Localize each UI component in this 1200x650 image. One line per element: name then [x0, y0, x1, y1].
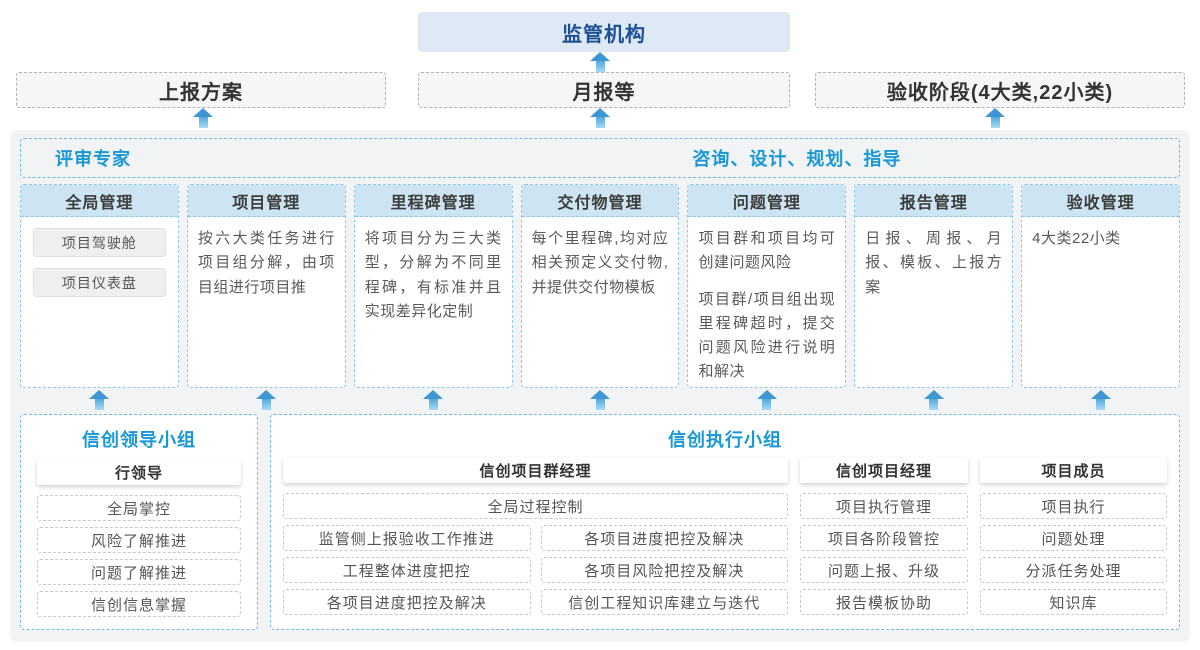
pm-item: 全局过程控制	[283, 493, 788, 519]
role-project-member: 项目成员	[980, 457, 1167, 483]
role-program-manager: 信创项目群经理	[283, 457, 788, 483]
column-body: 每个里程碑,均对应相关预定义交付物,并提供交付物模板	[522, 217, 679, 318]
regulator-box: 监管机构	[418, 12, 790, 52]
column-paragraph: 将项目分为三大类型，分解为不同里程碑，有标准并且实现差异化定制	[364, 230, 502, 320]
member-item: 知识库	[980, 589, 1167, 615]
column-title: 问题管理	[688, 185, 846, 217]
arrow-up-icon	[192, 108, 214, 128]
pm-item: 工程整体进度把控	[283, 557, 531, 583]
pm-item: 各项目风险把控及解决	[540, 557, 788, 583]
channel-monthly-report: 月报等	[418, 72, 790, 108]
column-title: 项目管理	[187, 185, 345, 217]
arrow-up-icon	[255, 390, 277, 410]
column-title: 全局管理	[21, 185, 178, 217]
role-project-manager: 信创项目经理	[800, 457, 968, 483]
experts-label: 评审专家	[55, 149, 131, 169]
column-title: 里程碑管理	[354, 185, 512, 217]
manager-item: 报告模板协助	[800, 589, 968, 615]
consult-label: 咨询、设计、规划、指导	[692, 149, 902, 169]
column-title: 验收管理	[1022, 185, 1180, 217]
column-paragraph: 项目群/项目组出现里程碑超时，提交问题风险进行说明和解决	[698, 290, 836, 381]
execution-group-content: 信创项目群经理 全局过程控制 监管侧上报验收工作推进 各项目进度把控及解决 工程…	[283, 457, 1167, 621]
project-member-group: 项目成员 项目执行 问题处理 分派任务处理 知识库	[980, 457, 1167, 621]
pm-item: 各项目进度把控及解决	[540, 525, 788, 551]
pill-project-dashboard: 项目仪表盘	[33, 268, 166, 297]
experts-bar: 评审专家 咨询、设计、规划、指导	[20, 138, 1180, 178]
pm-item: 监管侧上报验收工作推进	[283, 525, 531, 551]
execution-group-title: 信创执行小组	[668, 430, 782, 450]
program-manager-group: 信创项目群经理 全局过程控制 监管侧上报验收工作推进 各项目进度把控及解决 工程…	[283, 457, 788, 621]
role-bank-leader: 行领导	[37, 459, 241, 485]
leader-item: 问题了解推进	[37, 559, 241, 585]
arrow-up-icon	[756, 390, 778, 410]
execution-group: 信创执行小组 信创项目群经理 全局过程控制 监管侧上报验收工作推进 各项目进度把…	[270, 414, 1180, 630]
column-title: 交付物管理	[521, 185, 679, 217]
manager-item: 问题上报、升级	[800, 557, 968, 583]
channel-acceptance-phase: 验收阶段(4大类,22小类)	[815, 72, 1185, 108]
management-columns: 全局管理 项目驾驶舱 项目仪表盘 项目管理 按六大类任务进行项目组分解，由项目组…	[20, 184, 1181, 388]
column-body: 项目群和项目均可创建问题风险 项目群/项目组出现里程碑超时，提交问题风险进行说明…	[688, 217, 845, 387]
column-global-management: 全局管理 项目驾驶舱 项目仪表盘	[20, 184, 179, 388]
leader-item: 风险了解推进	[37, 527, 241, 553]
member-item: 项目执行	[980, 493, 1167, 519]
column-body: 日报、周报、月报、模板、上报方案	[855, 217, 1012, 318]
column-deliverable-management: 交付物管理 每个里程碑,均对应相关预定义交付物,并提供交付物模板	[520, 184, 680, 388]
column-paragraph: 日报、周报、月报、模板、上报方案	[865, 230, 1003, 296]
pill-project-cockpit: 项目驾驶舱	[33, 228, 166, 257]
manager-item: 项目各阶段管控	[800, 525, 968, 551]
arrow-up-icon	[1090, 390, 1112, 410]
column-title: 报告管理	[855, 185, 1013, 217]
column-project-management: 项目管理 按六大类任务进行项目组分解，由项目组进行项目推	[186, 184, 346, 388]
arrow-up-icon	[88, 390, 110, 410]
arrow-up-icon	[589, 108, 611, 128]
management-panel: 评审专家 咨询、设计、规划、指导 全局管理 项目驾驶舱 项目仪表盘 项目管理 按…	[10, 130, 1190, 642]
arrow-up-icon	[422, 390, 444, 410]
column-body: 4大类22小类	[1022, 217, 1179, 269]
column-issue-management: 问题管理 项目群和项目均可创建问题风险 项目群/项目组出现里程碑超时，提交问题风…	[687, 184, 847, 388]
arrow-up-icon	[589, 52, 611, 72]
column-report-management: 报告管理 日报、周报、月报、模板、上报方案	[854, 184, 1014, 388]
column-milestone-management: 里程碑管理 将项目分为三大类型，分解为不同里程碑，有标准并且实现差异化定制	[353, 184, 513, 388]
column-paragraph: 项目群和项目均可创建问题风险	[698, 230, 836, 272]
member-item: 问题处理	[980, 525, 1167, 551]
column-body: 按六大类任务进行项目组分解，由项目组进行项目推	[188, 217, 345, 318]
pm-item: 各项目进度把控及解决	[283, 589, 531, 615]
column-paragraph: 每个里程碑,均对应相关预定义交付物,并提供交付物模板	[531, 230, 669, 296]
program-manager-items: 全局过程控制 监管侧上报验收工作推进 各项目进度把控及解决 工程整体进度把控 各…	[283, 493, 788, 615]
arrow-up-icon	[923, 390, 945, 410]
member-item: 分派任务处理	[980, 557, 1167, 583]
column-acceptance-management: 验收管理 4大类22小类	[1021, 184, 1181, 388]
bottom-groups: 信创领导小组 行领导 全局掌控 风险了解推进 问题了解推进 信创信息掌握 信创执…	[20, 414, 1180, 630]
project-manager-group: 信创项目经理 项目执行管理 项目各阶段管控 问题上报、升级 报告模板协助	[800, 457, 968, 621]
column-body: 将项目分为三大类型，分解为不同里程碑，有标准并且实现差异化定制	[355, 217, 512, 342]
column-paragraph: 按六大类任务进行项目组分解，由项目组进行项目推	[197, 230, 335, 296]
leadership-group-title: 信创领导小组	[82, 430, 196, 450]
pm-item: 信创工程知识库建立与迭代	[540, 589, 788, 615]
arrow-up-icon	[589, 390, 611, 410]
leadership-group: 信创领导小组 行领导 全局掌控 风险了解推进 问题了解推进 信创信息掌握	[20, 414, 258, 630]
channel-report-plan: 上报方案	[16, 72, 386, 108]
manager-item: 项目执行管理	[800, 493, 968, 519]
arrow-up-icon	[984, 108, 1006, 128]
column-paragraph: 4大类22小类	[1032, 230, 1121, 247]
leader-item: 信创信息掌握	[37, 591, 241, 617]
leader-item: 全局掌控	[37, 495, 241, 521]
column-arrows	[20, 390, 1180, 412]
